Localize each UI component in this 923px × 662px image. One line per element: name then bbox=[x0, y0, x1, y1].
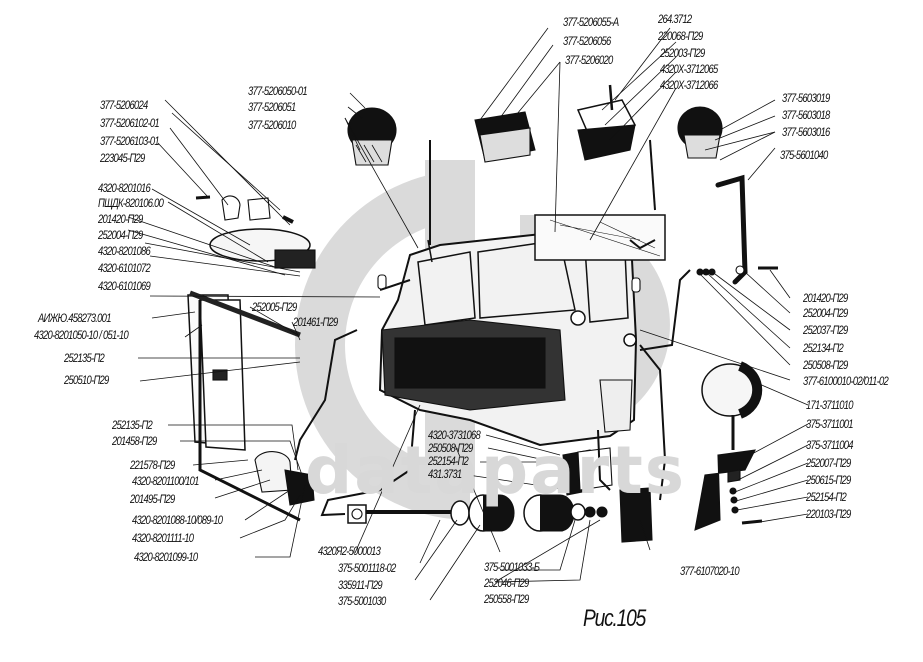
part-label: 4320-8201100/101 bbox=[132, 476, 199, 488]
part-label: 377-5206010 bbox=[248, 120, 296, 132]
part-label: 252003-П29 bbox=[660, 48, 705, 60]
part-label: 201461-П29 bbox=[293, 317, 338, 329]
part-label: 252154-П2 bbox=[428, 456, 469, 468]
part-label: 375-5601040 bbox=[780, 150, 828, 162]
sun-visor bbox=[534, 214, 666, 261]
part-label: 4320-8201086 bbox=[98, 246, 151, 258]
part-label: 375-5001033-Б bbox=[484, 562, 540, 574]
part-label: 220103-П29 bbox=[806, 509, 851, 521]
part-label: 252037-П29 bbox=[803, 325, 848, 337]
part-label: 4320-8201088-10/089-10 bbox=[132, 515, 223, 527]
part-label: 377-5603019 bbox=[782, 93, 830, 105]
part-label: 377-5206051 bbox=[248, 102, 296, 114]
part-label: 4320-6101069 bbox=[98, 281, 151, 293]
part-label: 4320-8201016 bbox=[98, 183, 151, 195]
part-label: 375-5001030 bbox=[338, 596, 386, 608]
part-label: 264.3712 bbox=[658, 14, 692, 26]
part-label: 377-5206102-01 bbox=[100, 118, 160, 130]
part-label: 201495-П29 bbox=[130, 494, 175, 506]
part-label: 377-5603016 bbox=[782, 127, 830, 139]
part-label: 250615-П29 bbox=[806, 475, 851, 487]
wiring-harness bbox=[294, 139, 691, 517]
part-label: 4320-3731068 bbox=[428, 430, 481, 442]
part-label: 4320-8201099-10 bbox=[134, 552, 198, 564]
door-hardware-right bbox=[696, 265, 778, 276]
part-label: 375-5001118-02 bbox=[338, 563, 396, 575]
work-lamp bbox=[694, 361, 763, 531]
part-label: ПЩДК-820106.00 bbox=[98, 198, 164, 210]
part-label: 377-6107020-10 bbox=[680, 566, 740, 578]
part-label: 250508-П29 bbox=[803, 360, 848, 372]
part-label: 252004-П29 bbox=[98, 230, 143, 242]
part-label: 4320Х-3712066 bbox=[660, 80, 718, 92]
part-label: 201420-П29 bbox=[803, 293, 848, 305]
part-label: 4320-8201050-10 / 051-10 bbox=[34, 330, 129, 342]
part-label: 252154-П2 bbox=[806, 492, 847, 504]
part-label: 377-5206050-01 bbox=[248, 86, 308, 98]
part-label: 252135-П2 bbox=[64, 353, 105, 365]
part-label: 377-5603018 bbox=[782, 110, 830, 122]
part-label: 377-6100010-02/011-02 bbox=[803, 376, 889, 388]
part-label: 375-3711004 bbox=[806, 440, 854, 452]
watermark-text: dataparts bbox=[305, 432, 687, 509]
dome-light-right bbox=[677, 106, 723, 159]
part-label: 252135-П2 bbox=[112, 420, 153, 432]
part-label: 201458-П29 bbox=[112, 436, 157, 448]
part-label: 4320Х-3712065 bbox=[660, 64, 718, 76]
cab-body bbox=[377, 214, 666, 447]
figure-caption: Рис.105 bbox=[583, 605, 646, 632]
part-label: 250510-П29 bbox=[64, 375, 109, 387]
part-label: 221578-П29 bbox=[130, 460, 175, 472]
part-label: 377-5206024 bbox=[100, 100, 148, 112]
dome-light-left bbox=[347, 107, 397, 166]
mirror-left bbox=[187, 290, 301, 522]
part-label: 375-3711001 bbox=[806, 419, 854, 431]
part-label: 377-5206020 bbox=[565, 55, 613, 67]
part-label: 377-5206055-А bbox=[563, 17, 619, 29]
part-label: 377-5206056 bbox=[563, 36, 611, 48]
part-label: 252005-П29 bbox=[252, 302, 297, 314]
part-label: 335911-П29 bbox=[338, 580, 383, 592]
part-label: 171-3711010 bbox=[806, 400, 854, 412]
cab-suspension-parts bbox=[347, 487, 653, 543]
part-label: 201420-П29 bbox=[98, 214, 143, 226]
part-label: 252046-П29 bbox=[484, 578, 529, 590]
part-label: 250508-П29 bbox=[428, 443, 473, 455]
part-label: 4320-8201111-10 bbox=[132, 533, 194, 545]
license-lamp bbox=[562, 447, 613, 496]
part-label: 252004-П29 bbox=[803, 308, 848, 320]
part-label: 252007-П29 bbox=[806, 458, 851, 470]
part-label: 250558-П29 bbox=[484, 594, 529, 606]
dome-light-center bbox=[474, 111, 536, 163]
part-label: 4320Я2-5000013 bbox=[318, 546, 381, 558]
part-label: 431.3731 bbox=[428, 469, 462, 481]
part-label: 223045-П29 bbox=[100, 153, 145, 165]
grab-handle bbox=[715, 174, 748, 285]
part-label: АИЖЮ.458273.001 bbox=[38, 313, 111, 325]
part-label: 220068-П29 bbox=[658, 31, 703, 43]
part-label: 4320-6101072 bbox=[98, 263, 151, 275]
part-label: 252134-П2 bbox=[803, 343, 844, 355]
part-label: 377-5206103-01 bbox=[100, 136, 160, 148]
washer-reservoir bbox=[195, 195, 316, 269]
